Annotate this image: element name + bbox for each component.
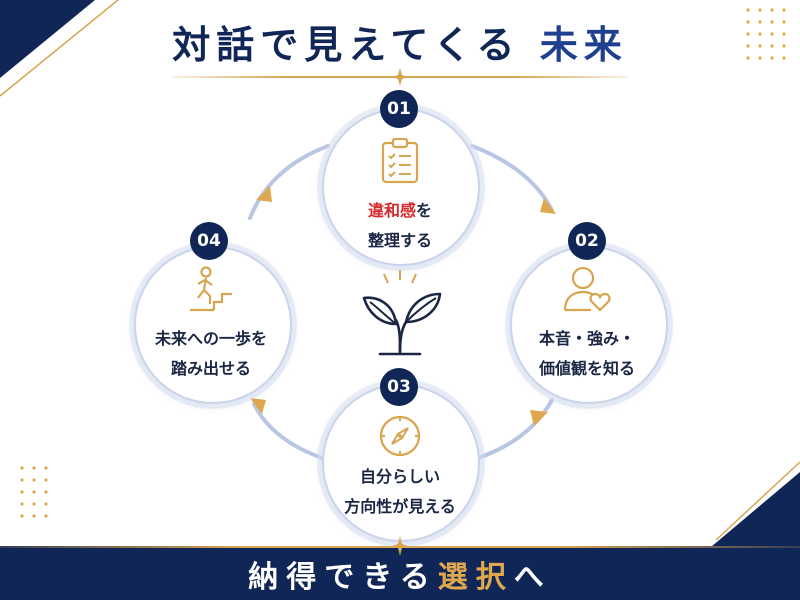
arc-01-to-02 [470, 144, 554, 212]
person-heart-icon [563, 266, 611, 312]
compass-icon [379, 415, 421, 457]
arrowhead-to-03 [530, 410, 548, 426]
title-main: 対話で見えてくる [172, 23, 521, 67]
step-04-circle [134, 246, 292, 404]
title-sparkle-icon [392, 68, 408, 86]
top-right-dot-grid [746, 8, 786, 60]
arc-02-to-03 [476, 398, 554, 460]
step-02-line1: 本音・強み・ [538, 329, 635, 348]
top-left-gold-line [0, 0, 119, 97]
step-03-circle [322, 384, 480, 542]
title-accent: 未来 [539, 23, 628, 67]
step-01-line2: 整理する [367, 231, 432, 250]
footer-text-after: へ [513, 560, 552, 595]
page-title: 対話で見えてくる 未来 [0, 14, 800, 69]
step-02-label: 本音・強み・ 価値観を知る [517, 324, 657, 384]
footer-text-before: 納得できる [248, 560, 438, 595]
footer-text: 納得できる選択へ [0, 552, 800, 596]
arrowhead-to-04 [250, 398, 266, 414]
step-02-circle [510, 246, 668, 404]
step-02-badge: 02 [568, 222, 606, 260]
step-03-badge: 03 [380, 368, 418, 406]
step-01-label: 違和感を 整理する [330, 196, 470, 256]
step-01-line1: 違和感を [330, 196, 470, 226]
step-04-line1: 未来への一歩を [154, 329, 267, 348]
step-02-line2: 価値観を知る [538, 359, 635, 378]
arrowhead-to-01 [256, 186, 272, 202]
arrowhead-to-02 [540, 198, 556, 214]
footer-sparkle-icon [392, 536, 408, 556]
footer-text-accent: 選択 [437, 560, 514, 595]
step-01-line1-rest: を [416, 201, 433, 220]
step-04-line2: 踏み出せる [170, 359, 251, 378]
step-03-line2: 方向性が見える [344, 497, 456, 516]
step-01-highlight: 違和感 [367, 201, 416, 220]
step-04-badge: 04 [190, 222, 228, 260]
step-01-badge: 01 [380, 90, 418, 128]
person-climbing-stairs-icon [190, 266, 232, 312]
cycle-arrowheads [250, 186, 556, 426]
step-04-label: 未来への一歩を 踏み出せる [141, 324, 281, 384]
bottom-right-gold-line [715, 461, 800, 541]
step-01-circle [322, 108, 480, 266]
arc-04-to-01 [248, 144, 330, 220]
sprout-icon [362, 270, 442, 356]
cycle-arcs [248, 144, 554, 460]
clipboard-checklist-icon [381, 138, 419, 184]
step-03-line1: 自分らしい [359, 467, 440, 486]
arc-03-to-04 [252, 402, 324, 460]
step-03-label: 自分らしい 方向性が見える [330, 462, 470, 522]
bottom-left-dot-grid [20, 466, 48, 518]
top-left-corner-decoration [0, 0, 95, 78]
